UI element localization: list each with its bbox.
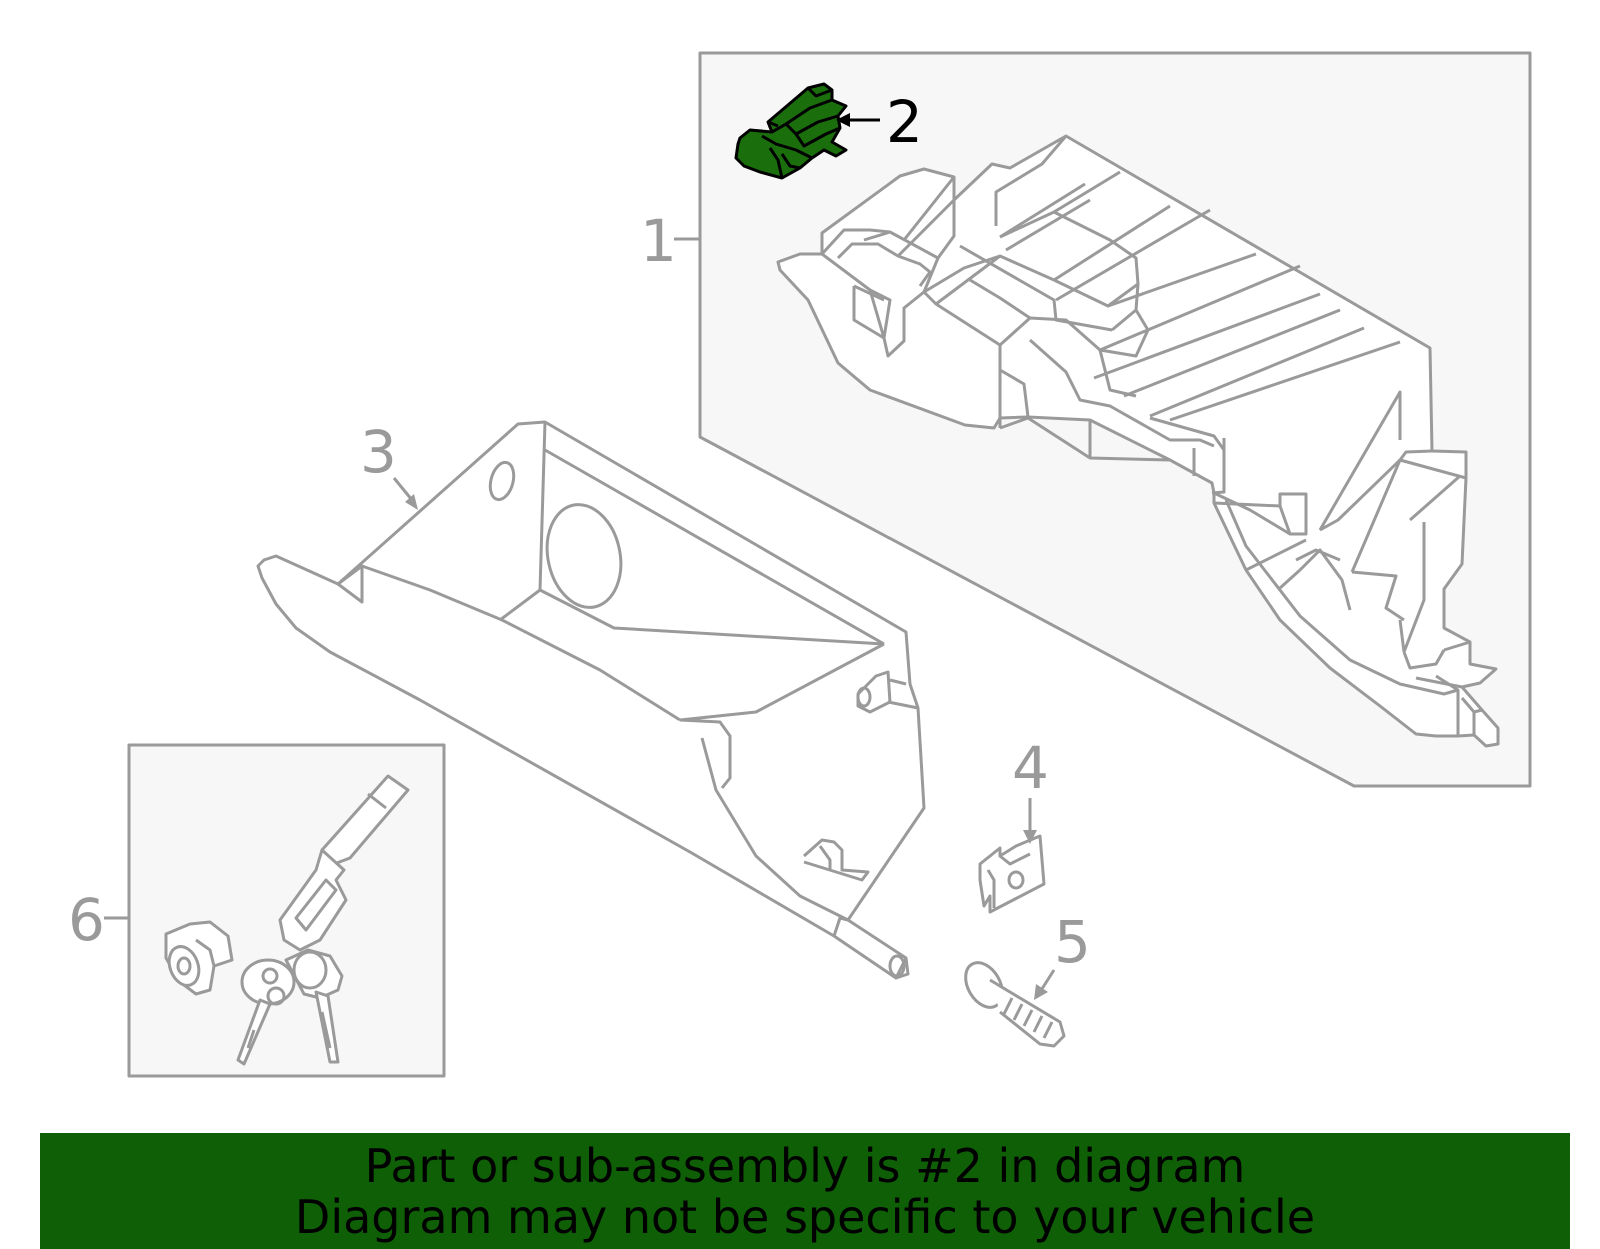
- callout-3-arrow: [392, 477, 418, 510]
- callout-3: 3: [360, 418, 397, 486]
- part-3-glove-box-door: [256, 420, 926, 980]
- callout-5: 5: [1054, 908, 1091, 976]
- callout-5-arrow: [1034, 969, 1056, 1000]
- callout-1: 1: [640, 207, 677, 275]
- part-1-housing: [698, 51, 1532, 788]
- part-5-screw: [964, 961, 1066, 1048]
- info-banner: Part or sub-assembly is #2 in diagram Di…: [40, 1133, 1570, 1249]
- parts-diagram: 1 2: [68, 51, 1532, 1078]
- part-6-lock-set: [127, 743, 446, 1078]
- part-4-clip: [978, 834, 1046, 914]
- callout-4: 4: [1012, 734, 1049, 802]
- callout-2-arrow: [836, 113, 880, 127]
- callout-4-arrow: [1023, 798, 1037, 844]
- part-2-latch: [734, 82, 848, 180]
- callout-2: 2: [886, 88, 923, 156]
- banner-line-1: Part or sub-assembly is #2 in diagram: [364, 1139, 1246, 1193]
- banner-line-2: Diagram may not be specific to your vehi…: [294, 1190, 1316, 1244]
- callout-6: 6: [68, 886, 105, 954]
